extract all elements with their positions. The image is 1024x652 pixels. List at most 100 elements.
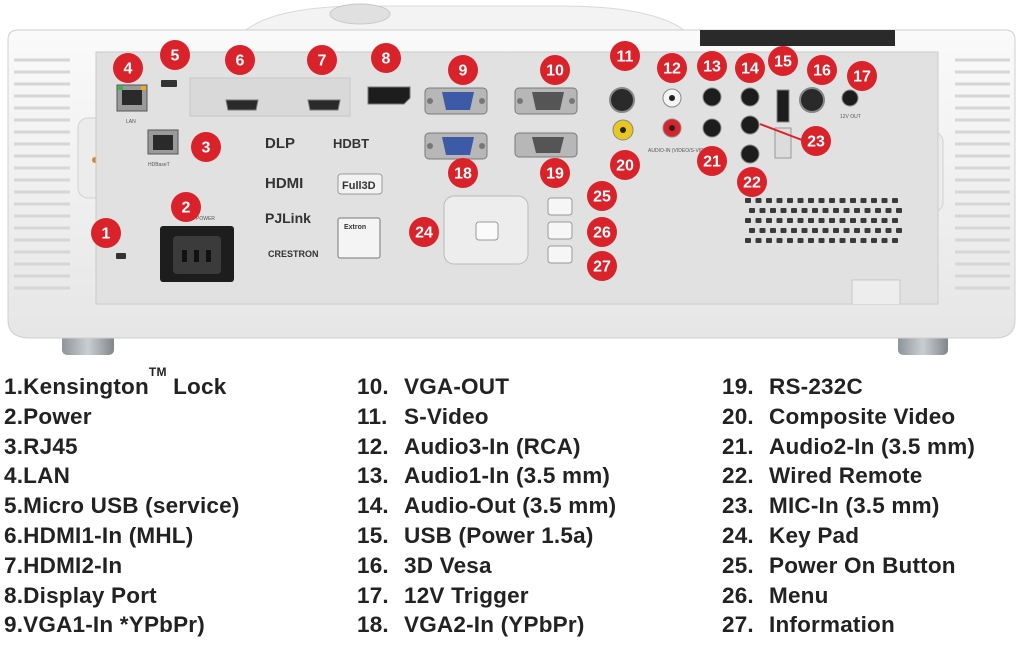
- callout-badge-number: 23: [807, 134, 825, 151]
- callout-badge-20: 20: [610, 150, 640, 180]
- wired-remote-jack: [740, 144, 760, 164]
- legend-item: 5.Micro USB (service): [4, 493, 240, 519]
- callout-badge-number: 15: [774, 54, 792, 71]
- callout-badge-number: 18: [454, 166, 472, 183]
- trigger-12v-jack: [841, 89, 859, 107]
- right-side-grille: [955, 58, 1010, 290]
- callout-badge-18: 18: [448, 158, 478, 188]
- callout-badge-number: 8: [382, 51, 391, 68]
- dlp-logo: DLP: [265, 135, 295, 152]
- s-video-port: [609, 87, 635, 113]
- legend-item: 21.Audio2-In (3.5 mm): [722, 433, 976, 459]
- callout-badge-12: 12: [657, 53, 687, 83]
- callout-badge-10: 10: [540, 55, 570, 85]
- keypad-enter: [475, 221, 499, 241]
- callout-badge-26: 26: [587, 217, 617, 247]
- callout-badge-number: 3: [202, 140, 211, 157]
- callout-badge-8: 8: [371, 43, 401, 73]
- callout-badge-number: 1: [102, 226, 111, 243]
- trademark-superscript: TM: [148, 365, 167, 379]
- callout-badge-2: 2: [171, 192, 201, 222]
- callout-badge-6: 6: [225, 45, 255, 75]
- lan-port-label: LAN: [126, 119, 136, 125]
- pjlink-logo: PJLink: [265, 210, 311, 226]
- legend-item: 13.Audio1-In (3.5 mm): [357, 463, 611, 489]
- legend-item: 20.Composite Video: [722, 403, 956, 429]
- kensington-slot: [116, 253, 126, 259]
- callout-badge-number: 26: [593, 225, 611, 242]
- info-button: [547, 245, 573, 264]
- callout-badge-19: 19: [540, 158, 570, 188]
- callout-badge-1: 1: [91, 218, 121, 248]
- callout-badge-number: 17: [853, 69, 871, 86]
- callout-badge-number: 21: [703, 154, 721, 171]
- legend-item: 26.Menu: [722, 582, 829, 608]
- legend-item: 25.Power On Button: [722, 552, 956, 578]
- hdbaset-label: HDBaseT: [148, 162, 170, 168]
- callout-badge-number: 4: [124, 61, 133, 78]
- callout-badge-16: 16: [807, 55, 837, 85]
- legend-item: 14.Audio-Out (3.5 mm): [357, 493, 617, 519]
- audio-out-jack: [740, 87, 760, 107]
- full3d-logo: Full3D: [342, 180, 376, 192]
- callout-badge-9: 9: [448, 55, 478, 85]
- audio2-in-jack: [702, 118, 722, 138]
- callout-badge-11: 11: [610, 41, 640, 71]
- menu-button: [547, 221, 573, 240]
- callout-badge-number: 19: [546, 166, 564, 183]
- callout-badge-number: 6: [236, 53, 245, 70]
- callout-badge-22: 22: [737, 167, 767, 197]
- legend-item: 6.HDMI1-In (MHL): [4, 522, 194, 548]
- legend-item: 18.VGA2-In (YPbPr): [357, 612, 585, 638]
- legend-item: 19.RS-232C: [722, 374, 863, 399]
- callout-badge-3: 3: [191, 132, 221, 162]
- callout-badge-number: 9: [459, 63, 468, 80]
- bottom-notch: [851, 279, 901, 304]
- legend-item: 15.USB (Power 1.5a): [357, 522, 594, 548]
- legend-item: 17.12V Trigger: [357, 582, 529, 608]
- top-dark-bar: [700, 30, 895, 46]
- hdmi-logo: HDMI: [265, 175, 303, 192]
- vesa-3d-port: [799, 87, 825, 113]
- callout-badge-17: 17: [847, 61, 877, 91]
- hdmi2-port: [307, 99, 341, 111]
- callout-badge-number: 27: [593, 259, 611, 276]
- callout-badge-number: 2: [182, 200, 191, 217]
- legend-item: 22.Wired Remote: [722, 463, 923, 489]
- callout-badge-24: 24: [409, 217, 439, 247]
- callout-badge-14: 14: [735, 53, 765, 83]
- vent-grille: [745, 198, 902, 243]
- legend-item: 23.MIC-In (3.5 mm): [722, 493, 940, 519]
- legend-item: 9.VGA1-In *YPbPr): [4, 612, 205, 638]
- callout-badge-number: 20: [616, 158, 634, 175]
- callout-badge-number: 25: [593, 189, 611, 206]
- left-side-grille: [14, 58, 70, 290]
- out-12v-label: 12V OUT: [840, 114, 861, 120]
- hdmi1-port: [225, 99, 259, 111]
- legend-column-3: 19.RS-232C 20.Composite Video 21.Audio2-…: [722, 372, 1022, 640]
- legend-item: 16.3D Vesa: [357, 552, 492, 578]
- legend-column-2: 10.VGA-OUT 11.S-Video 12.Audio3-In (RCA)…: [357, 372, 707, 640]
- extron-badge: [337, 217, 381, 259]
- power-label: POWER: [196, 216, 215, 222]
- callout-badge-number: 12: [663, 61, 681, 78]
- callout-badge-number: 14: [741, 61, 759, 78]
- callout-badge-7: 7: [307, 45, 337, 75]
- audio1-in-jack: [702, 87, 722, 107]
- displayport-port: [367, 86, 411, 105]
- callout-badge-number: 11: [617, 49, 634, 66]
- crestron-logo: CRESTRON: [268, 249, 319, 259]
- callout-badge-number: 16: [813, 63, 831, 80]
- legend-item: 8.Display Port: [4, 582, 157, 608]
- callout-badge-4: 4: [113, 53, 143, 83]
- power-button: [547, 197, 573, 216]
- callout-badge-number: 5: [171, 48, 180, 65]
- legend-item: 7.HDMI2-In: [4, 552, 123, 578]
- extron-logo: Extron: [344, 224, 366, 231]
- callout-badge-13: 13: [697, 51, 727, 81]
- callout-badge-number: 24: [415, 225, 433, 242]
- callout-badge-15: 15: [768, 46, 798, 76]
- usb-power-port: [776, 89, 790, 123]
